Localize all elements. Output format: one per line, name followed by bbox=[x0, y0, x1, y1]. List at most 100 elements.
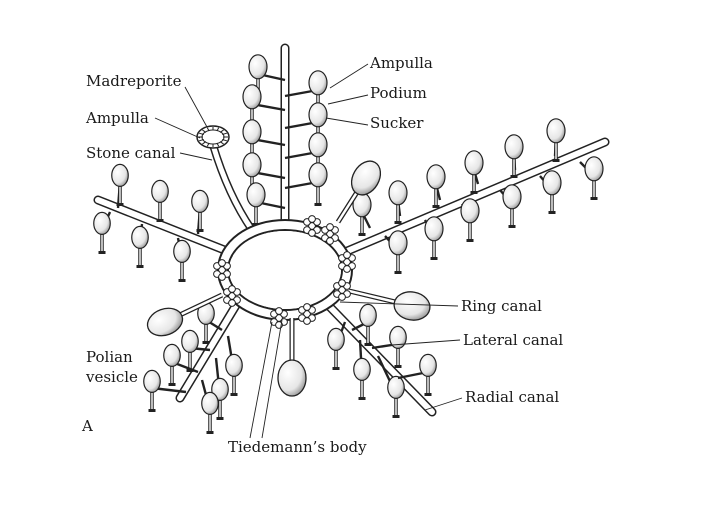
ampulla bbox=[201, 391, 219, 415]
sucker bbox=[424, 393, 432, 396]
polian-vesicle-4 bbox=[277, 318, 307, 397]
stone-canal bbox=[209, 141, 256, 234]
sucker bbox=[510, 175, 518, 178]
tiedemanns-lobe bbox=[326, 237, 334, 245]
ampulla bbox=[308, 132, 328, 158]
tiedemanns-lobe bbox=[343, 265, 351, 273]
tube-foot-13 bbox=[93, 211, 112, 254]
ampulla bbox=[542, 170, 562, 196]
tube-foot-19 bbox=[464, 150, 484, 194]
label-madreporite: Madreporite bbox=[86, 72, 182, 90]
tube-foot-5 bbox=[246, 182, 286, 226]
tube-foot-9 bbox=[284, 162, 328, 206]
sucker bbox=[394, 221, 402, 224]
sucker bbox=[432, 205, 440, 208]
polian-vesicle-bulb bbox=[350, 160, 382, 196]
tube-foot-21 bbox=[546, 118, 566, 162]
ampulla bbox=[464, 150, 484, 176]
tube-foot-17 bbox=[388, 180, 408, 224]
ampulla bbox=[388, 180, 408, 206]
sucker bbox=[116, 203, 124, 206]
tube-foot-18 bbox=[426, 164, 446, 208]
madreporite-ridge bbox=[199, 139, 204, 142]
ampulla bbox=[389, 325, 407, 349]
polian-vesicle-bulb bbox=[393, 291, 431, 321]
tube-foot-20 bbox=[504, 134, 524, 178]
polian-vesicle-3 bbox=[344, 287, 431, 321]
label-radial-canal: Radial canal bbox=[465, 388, 559, 406]
ampulla bbox=[546, 118, 566, 144]
label-polian-line2: vesicle bbox=[85, 368, 138, 386]
ampulla bbox=[460, 198, 480, 224]
ampulla bbox=[181, 329, 199, 353]
tube-foot-36 bbox=[353, 339, 371, 400]
label-ampulla-left: Ampulla bbox=[85, 109, 149, 127]
sucker bbox=[206, 431, 214, 434]
tube-foot-28 bbox=[197, 301, 223, 344]
tiedemanns-lobe bbox=[343, 251, 351, 259]
ampulla bbox=[504, 134, 524, 160]
sucker bbox=[196, 229, 204, 232]
madreporite-ridge bbox=[199, 132, 204, 135]
ampulla bbox=[225, 353, 243, 377]
tube-foot-37 bbox=[376, 355, 405, 418]
sucker bbox=[590, 197, 598, 200]
tube-foot-38 bbox=[397, 353, 437, 396]
ampulla bbox=[502, 184, 522, 210]
sucker bbox=[314, 203, 322, 206]
madreporite-ridge bbox=[206, 127, 210, 132]
leader-lines bbox=[154, 63, 463, 439]
polian-vesicle-bulb bbox=[146, 307, 184, 337]
sucker bbox=[430, 257, 438, 260]
sucker bbox=[392, 415, 400, 418]
tiedemanns-body-7 bbox=[223, 285, 241, 307]
radial-canal-lumen-2 bbox=[95, 197, 235, 256]
tiedemanns-lobe bbox=[218, 273, 226, 281]
sucker bbox=[508, 225, 516, 228]
sucker bbox=[332, 367, 340, 370]
madreporite-ridge bbox=[222, 132, 227, 135]
sucker bbox=[358, 233, 366, 236]
sucker bbox=[394, 365, 402, 368]
tube-foot-27 bbox=[579, 156, 604, 200]
ampulla bbox=[426, 164, 446, 190]
tiedemanns-bodies bbox=[213, 215, 356, 329]
sucker bbox=[552, 159, 560, 162]
ampulla bbox=[93, 211, 111, 235]
ampulla bbox=[388, 230, 408, 256]
tiedemanns-lobe bbox=[326, 223, 334, 231]
label-tiedemanns-body: Tiedemann’s body bbox=[228, 438, 367, 456]
ampulla bbox=[327, 327, 345, 351]
sucker bbox=[98, 251, 106, 254]
tiedemanns-lobe bbox=[303, 317, 311, 325]
ampulla bbox=[191, 189, 209, 213]
tiedemanns-lobe bbox=[228, 285, 236, 293]
tiedemanns-body-4 bbox=[333, 279, 351, 301]
tube-foot-14 bbox=[131, 223, 149, 268]
ampulla bbox=[242, 119, 262, 145]
ampulla bbox=[419, 353, 437, 377]
madreporite-ridge bbox=[202, 129, 207, 133]
tiedemanns-body-2 bbox=[321, 223, 339, 245]
tube-foot-16 bbox=[352, 192, 372, 236]
ampulla bbox=[143, 369, 161, 393]
sucker bbox=[168, 383, 176, 386]
sucker bbox=[178, 279, 186, 282]
sucker bbox=[136, 265, 144, 268]
madreporite-ridge bbox=[219, 129, 224, 133]
sucker bbox=[156, 219, 164, 222]
madreporite-ridge bbox=[216, 127, 220, 132]
ampulla bbox=[242, 152, 262, 178]
sucker bbox=[470, 191, 478, 194]
madreporite-ridge bbox=[216, 142, 220, 147]
sucker bbox=[148, 409, 156, 412]
label-ampulla-top: Ampulla bbox=[369, 54, 433, 72]
sucker bbox=[364, 343, 372, 346]
polian-vesicles bbox=[146, 160, 431, 397]
ampulla bbox=[353, 357, 371, 381]
tube-foot-29 bbox=[181, 329, 211, 372]
ampulla bbox=[111, 163, 129, 187]
tube-foot-25 bbox=[499, 184, 522, 228]
tube-foot-31 bbox=[143, 369, 187, 412]
tiedemanns-body-1 bbox=[303, 215, 321, 237]
